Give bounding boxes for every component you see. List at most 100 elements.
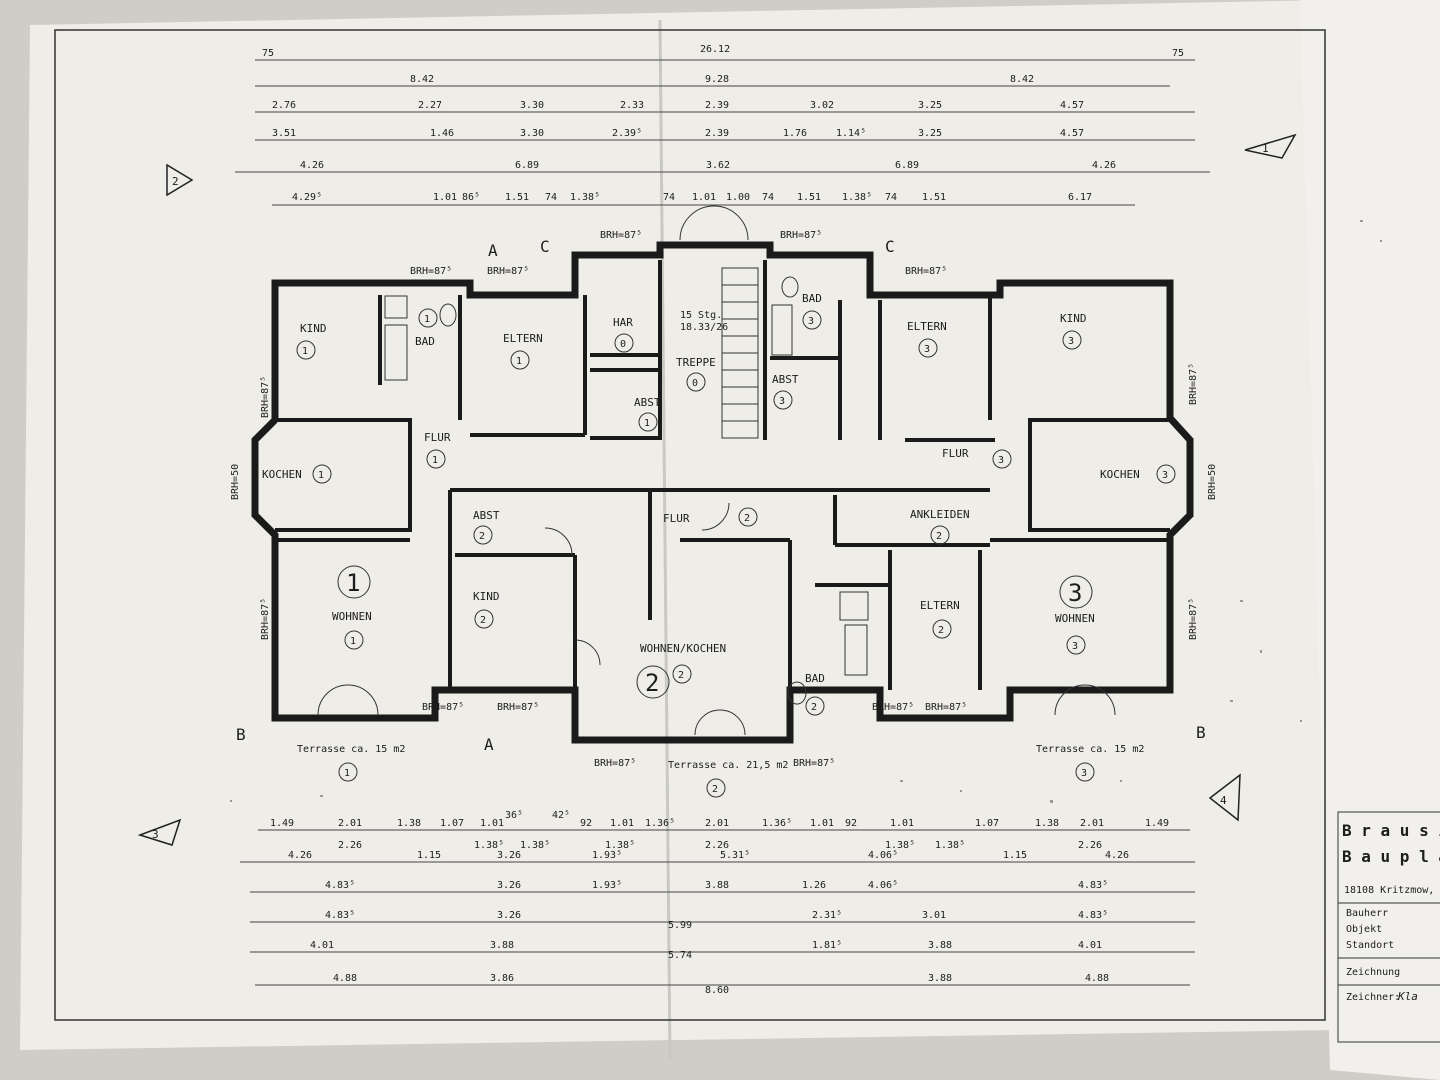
svg-text:3: 3 bbox=[1081, 768, 1087, 779]
dim: 4.88 bbox=[333, 973, 357, 984]
dim: 6.89 bbox=[515, 160, 539, 171]
dim: 4.57 bbox=[1060, 128, 1084, 139]
title-sheet bbox=[1300, 0, 1440, 1080]
dim: 74 bbox=[885, 192, 897, 203]
svg-text:ANKLEIDEN: ANKLEIDEN bbox=[910, 508, 970, 521]
exterior-walls bbox=[251, 241, 1194, 744]
dim: 3.30 bbox=[520, 128, 544, 139]
svg-text:BRH=87⁵: BRH=87⁵ bbox=[1188, 598, 1199, 640]
section-mark-a-top: A bbox=[488, 241, 498, 260]
dim: 1.07 bbox=[975, 818, 999, 829]
svg-text:1: 1 bbox=[432, 455, 438, 466]
svg-text:ELTERN: ELTERN bbox=[503, 332, 543, 345]
dim: 9.28 bbox=[705, 74, 729, 85]
dim: 1.93⁵ bbox=[592, 850, 622, 861]
svg-text:1: 1 bbox=[644, 418, 650, 429]
svg-text:HAR: HAR bbox=[613, 316, 633, 329]
svg-text:WOHNEN: WOHNEN bbox=[332, 610, 372, 623]
dim: 2.01 bbox=[705, 818, 729, 829]
dim: 3.88 bbox=[928, 973, 952, 984]
dim: 1.38 bbox=[397, 818, 421, 829]
room-bad-1: BAD 1 bbox=[415, 308, 438, 348]
dim: 3.01 bbox=[922, 910, 946, 921]
dim: 1.38⁵ bbox=[474, 840, 504, 851]
sheet-marker-3: 3 bbox=[137, 818, 182, 846]
stair-ratio: 18.33/26 bbox=[680, 322, 728, 333]
dim: 1.00 bbox=[726, 192, 750, 203]
svg-text:TREPPE: TREPPE bbox=[676, 356, 716, 369]
svg-text:BAD: BAD bbox=[805, 672, 825, 685]
dim: 1.38 bbox=[1035, 818, 1059, 829]
terrace-2: Terrasse ca. 21,5 m2 2 bbox=[668, 760, 788, 798]
svg-text:BRH=87⁵: BRH=87⁵ bbox=[594, 758, 636, 769]
dim: 2.31⁵ bbox=[812, 910, 842, 921]
svg-text:1: 1 bbox=[302, 346, 308, 357]
dim: 74 bbox=[762, 192, 774, 203]
svg-text:KIND: KIND bbox=[473, 590, 500, 603]
dim: 4.01 bbox=[310, 940, 334, 951]
dim: 1.38⁵ bbox=[842, 192, 872, 203]
svg-text:BRH=87⁵: BRH=87⁵ bbox=[260, 376, 271, 418]
top-dimension-chain: 75 26.12 75 8.42 9.28 8.42 2.76 2.27 3.3… bbox=[235, 44, 1210, 206]
dim: 1.14⁵ bbox=[836, 128, 866, 139]
section-mark-c-left: C bbox=[540, 237, 550, 256]
svg-text:BRH=87⁵: BRH=87⁵ bbox=[1188, 363, 1199, 405]
dim: 1.01 bbox=[610, 818, 634, 829]
svg-text:0: 0 bbox=[620, 339, 626, 350]
room-flur-1: FLUR 1 bbox=[424, 431, 451, 469]
dim: 36⁵ bbox=[505, 810, 523, 821]
svg-text:2: 2 bbox=[712, 784, 718, 795]
room-eltern-2: ELTERN 2 bbox=[920, 599, 960, 639]
dim: 74 bbox=[545, 192, 557, 203]
field-standort: Standort bbox=[1346, 940, 1394, 951]
dim: 1.01 bbox=[890, 818, 914, 829]
dim: 8.60 bbox=[705, 985, 729, 996]
room-abst-3: ABST 3 bbox=[772, 373, 799, 410]
svg-text:3: 3 bbox=[1072, 641, 1078, 652]
interior-walls bbox=[275, 260, 1170, 690]
svg-text:2: 2 bbox=[479, 531, 485, 542]
sheet-marker-1: 1 bbox=[1244, 133, 1297, 159]
room-eltern-1: ELTERN 1 bbox=[503, 332, 543, 370]
dim: 3.25 bbox=[918, 100, 942, 111]
dim: 42⁵ bbox=[552, 810, 570, 821]
field-zeichnung: Zeichnung bbox=[1346, 967, 1400, 978]
dim: 4.57 bbox=[1060, 100, 1084, 111]
svg-text:2: 2 bbox=[645, 669, 659, 697]
dim: 1.38⁵ bbox=[605, 840, 635, 851]
field-zeichner: Zeichner: bbox=[1346, 992, 1400, 1003]
svg-text:ABST: ABST bbox=[634, 396, 661, 409]
svg-text:2: 2 bbox=[811, 702, 817, 713]
toilet-unit-3 bbox=[781, 276, 799, 298]
dim: 3.62 bbox=[706, 160, 730, 171]
dim-left-75: 75 bbox=[262, 48, 274, 59]
dim: 3.88 bbox=[928, 940, 952, 951]
dim: 4.29⁵ bbox=[292, 192, 322, 203]
room-flur-3: FLUR 3 bbox=[942, 447, 1012, 469]
dim: 2.01 bbox=[338, 818, 362, 829]
dim: 4.83⁵ bbox=[325, 910, 355, 921]
title-line-1: B r a u s i bbox=[1342, 821, 1440, 840]
svg-text:Terrasse ca. 15 m2: Terrasse ca. 15 m2 bbox=[1036, 744, 1144, 755]
dim: 2.26 bbox=[705, 840, 729, 851]
room-abst-2: ABST 2 bbox=[473, 509, 500, 545]
dim-total: 26.12 bbox=[700, 44, 730, 55]
room-bad-2: BAD 2 bbox=[805, 672, 825, 716]
svg-text:BAD: BAD bbox=[802, 292, 822, 305]
dim: 1.07 bbox=[440, 818, 464, 829]
svg-text:1: 1 bbox=[318, 470, 324, 481]
room-wohnen-3: 3 WOHNEN 3 bbox=[1055, 575, 1095, 655]
room-kochen-1: KOCHEN 1 bbox=[262, 464, 332, 484]
room-kind-3: KIND 3 bbox=[1060, 312, 1087, 350]
dim: 3.86 bbox=[490, 973, 514, 984]
dim: 92 bbox=[580, 818, 592, 829]
svg-text:BRH=87⁵: BRH=87⁵ bbox=[780, 230, 822, 241]
brh-labels: BRH=87⁵ BRH=87⁵ BRH=87⁵ BRH=87⁵ BRH=87⁵ … bbox=[230, 230, 1218, 769]
svg-text:2: 2 bbox=[936, 531, 942, 542]
svg-text:BRH=87⁵: BRH=87⁵ bbox=[600, 230, 642, 241]
dim: 4.06⁵ bbox=[868, 850, 898, 861]
dim: 1.38⁵ bbox=[885, 840, 915, 851]
room-wohnen-1: 1 WOHNEN 1 bbox=[332, 565, 372, 650]
dim: 4.83⁵ bbox=[325, 880, 355, 891]
dim: 4.88 bbox=[1085, 973, 1109, 984]
